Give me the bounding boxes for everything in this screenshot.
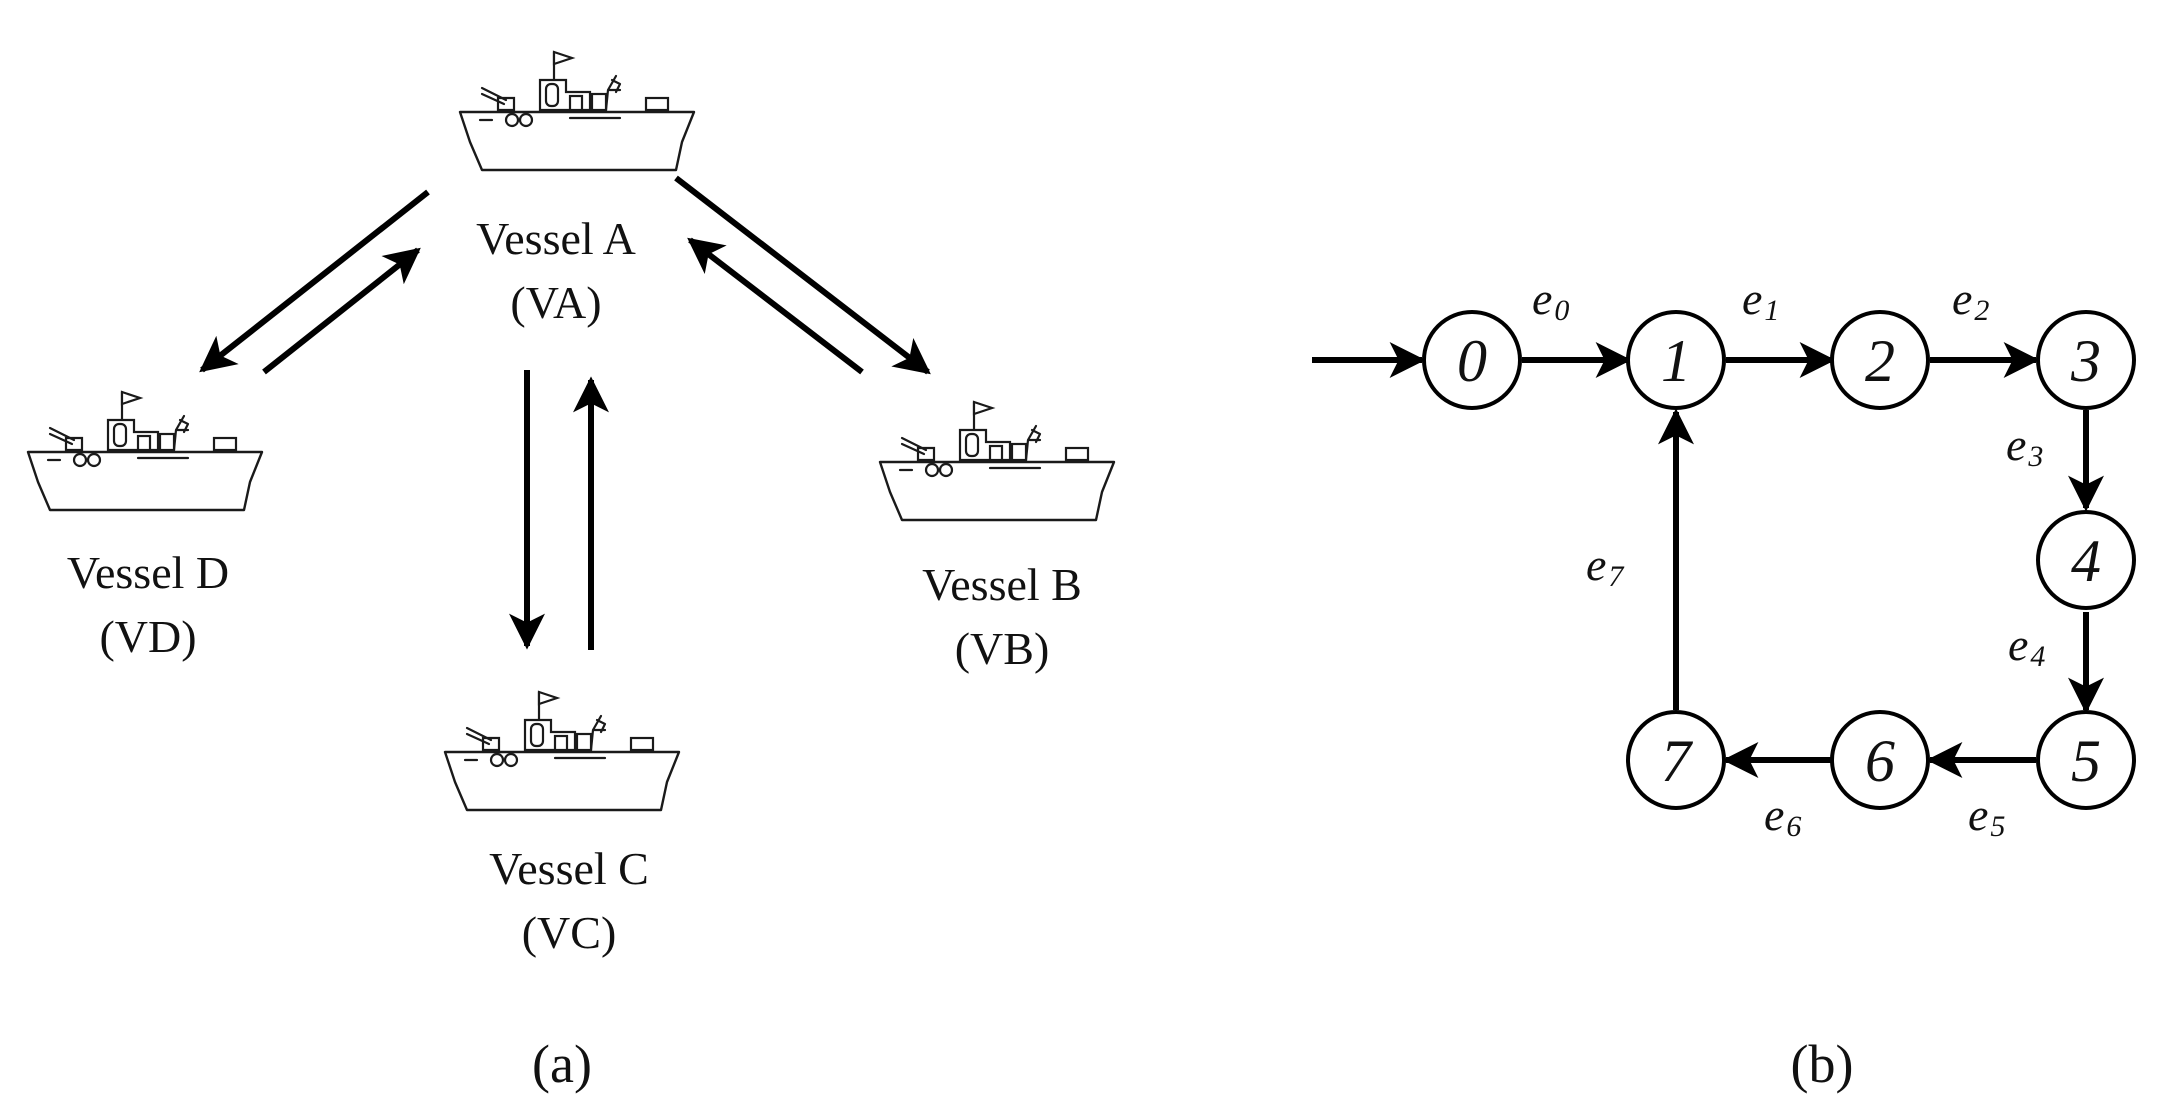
vessel-b-name: Vessel B [922, 559, 1082, 610]
vessel-d-name: Vessel D [67, 547, 229, 598]
vessel-c-abbr: (VC) [522, 907, 617, 958]
label-e6: e6 [1764, 789, 1801, 843]
panel-b-caption: (b) [1791, 1034, 1854, 1094]
vessel-a-name: Vessel A [476, 213, 636, 264]
state-2: 2 [1830, 310, 1930, 410]
state-4-label: 4 [2071, 528, 2101, 594]
label-e0: e0 [1532, 273, 1569, 327]
state-2-label: 2 [1865, 328, 1895, 394]
vessel-d-abbr: (VD) [99, 611, 196, 662]
panel-b: 0 1 2 3 4 5 6 7 e0 e [1312, 273, 2136, 1094]
arrow-vd-to-va [262, 247, 421, 375]
state-6-label: 6 [1865, 728, 1895, 794]
vessel-d-ship-icon [26, 390, 264, 512]
state-3-label: 3 [2070, 328, 2101, 394]
state-7: 7 [1626, 710, 1726, 810]
vessel-c-name: Vessel C [489, 843, 649, 894]
state-6: 6 [1830, 710, 1930, 810]
panel-a: Vessel A (VA) Vessel B (VB) Vessel C (VC… [26, 50, 1116, 1094]
vessel-a-ship-icon [458, 50, 696, 172]
state-5-label: 5 [2071, 728, 2101, 794]
label-e1: e1 [1742, 273, 1779, 327]
label-e4: e4 [2008, 619, 2045, 673]
state-0-label: 0 [1457, 328, 1487, 394]
state-4: 4 [2036, 510, 2136, 610]
label-e3: e3 [2006, 419, 2043, 473]
state-7-label: 7 [1661, 728, 1694, 794]
panel-a-caption: (a) [532, 1034, 592, 1094]
vessel-a-abbr: (VA) [510, 277, 601, 328]
vessel-c-ship-icon [443, 690, 681, 812]
label-e7: e7 [1586, 539, 1625, 593]
vessel-b-abbr: (VB) [955, 623, 1050, 674]
state-1: 1 [1626, 310, 1726, 410]
vessel-b-ship-icon [878, 400, 1116, 522]
label-e2: e2 [1952, 273, 1989, 327]
arrow-va-to-vb [674, 175, 931, 375]
label-e5: e5 [1968, 789, 2005, 843]
arrow-vb-to-va [687, 237, 864, 375]
arrow-va-to-vd [199, 189, 430, 373]
state-0: 0 [1422, 310, 1522, 410]
state-5: 5 [2036, 710, 2136, 810]
state-3: 3 [2036, 310, 2136, 410]
state-1-label: 1 [1661, 328, 1691, 394]
